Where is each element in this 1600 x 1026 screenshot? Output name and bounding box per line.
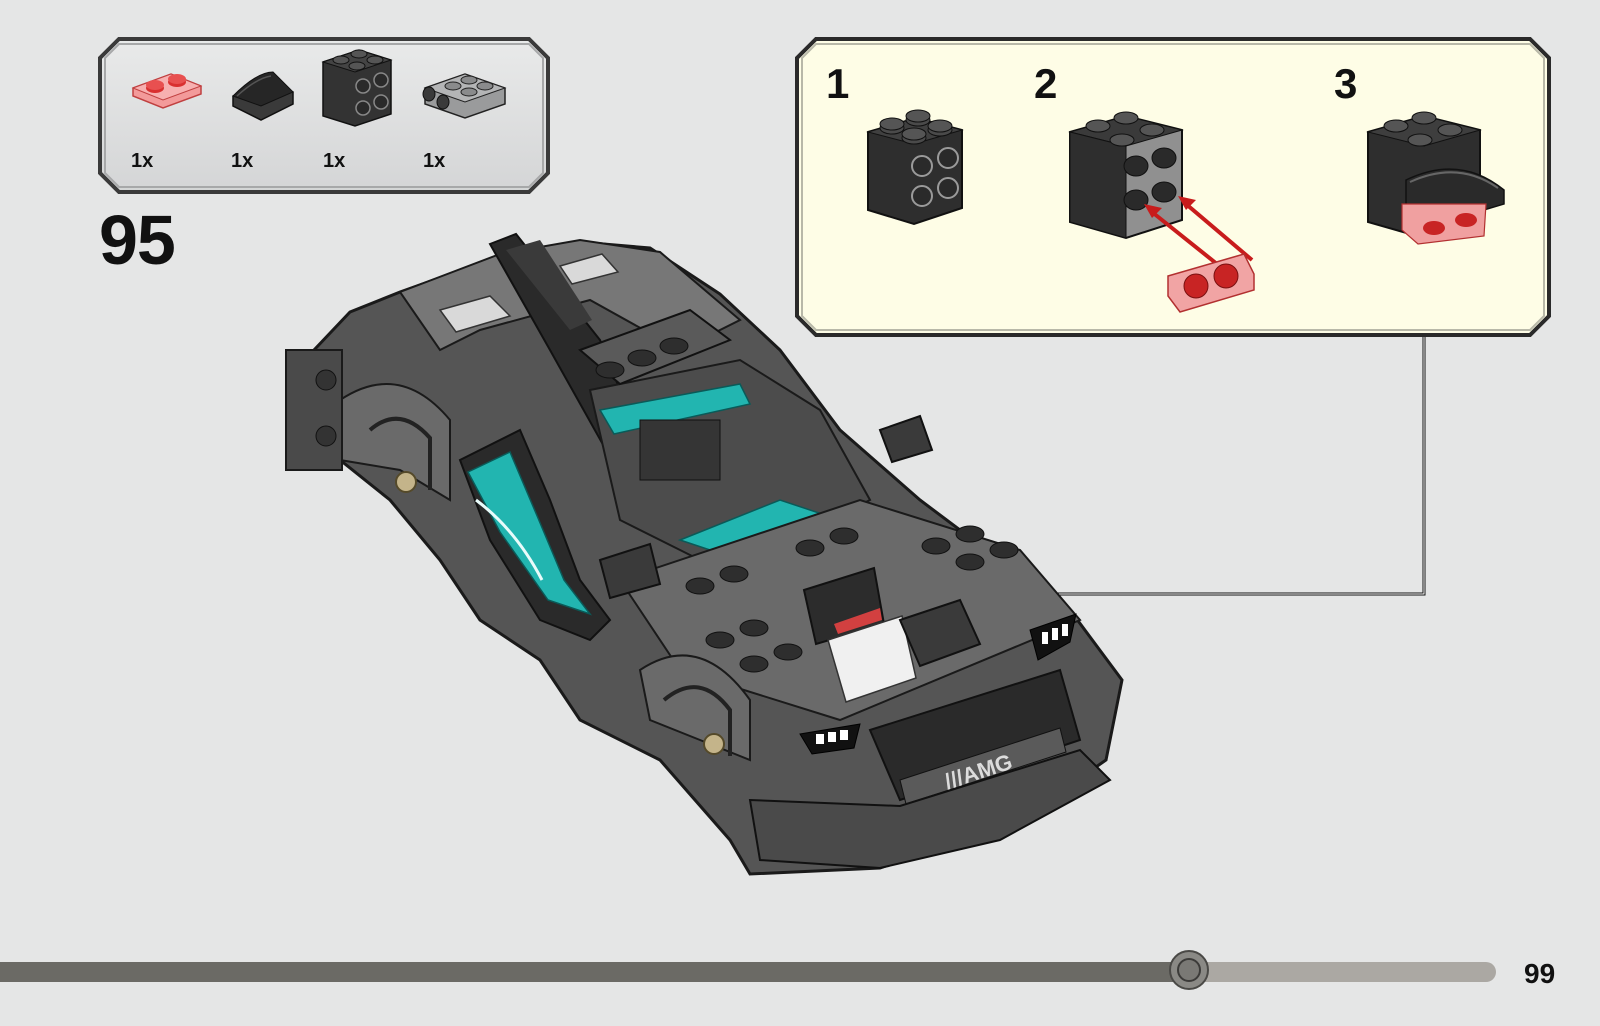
part-quantity: 1x: [423, 150, 445, 173]
part-brick-2x2-side-studs: 1x: [319, 36, 429, 195]
brick-2x2-side-studs-icon: [319, 42, 399, 132]
substep-number-2: 2: [1034, 60, 1057, 108]
trans-red-plate-icon: [127, 58, 207, 118]
car-model-illustration: ///AMG: [280, 200, 1160, 890]
curved-slope-icon: [227, 58, 307, 128]
parts-list-panel: 1x 1x 1x: [97, 36, 551, 195]
part-quantity: 1x: [131, 150, 153, 173]
page-progress-bar: [0, 960, 1496, 984]
step-number: 95: [99, 200, 175, 280]
part-quantity: 1x: [231, 150, 253, 173]
part-trans-red-plate: 1x: [127, 36, 237, 195]
substep-number-3: 3: [1334, 60, 1357, 108]
progress-fill: [0, 962, 1189, 982]
plate-side-studs-icon: [419, 58, 515, 128]
page-number: 99: [1524, 958, 1555, 990]
progress-knob-icon: [1169, 950, 1209, 990]
part-plate-side-studs: 1x: [419, 36, 529, 195]
substep-3-completed-icon: [1362, 100, 1522, 260]
substep-number-1: 1: [826, 60, 849, 108]
part-quantity: 1x: [323, 150, 345, 173]
